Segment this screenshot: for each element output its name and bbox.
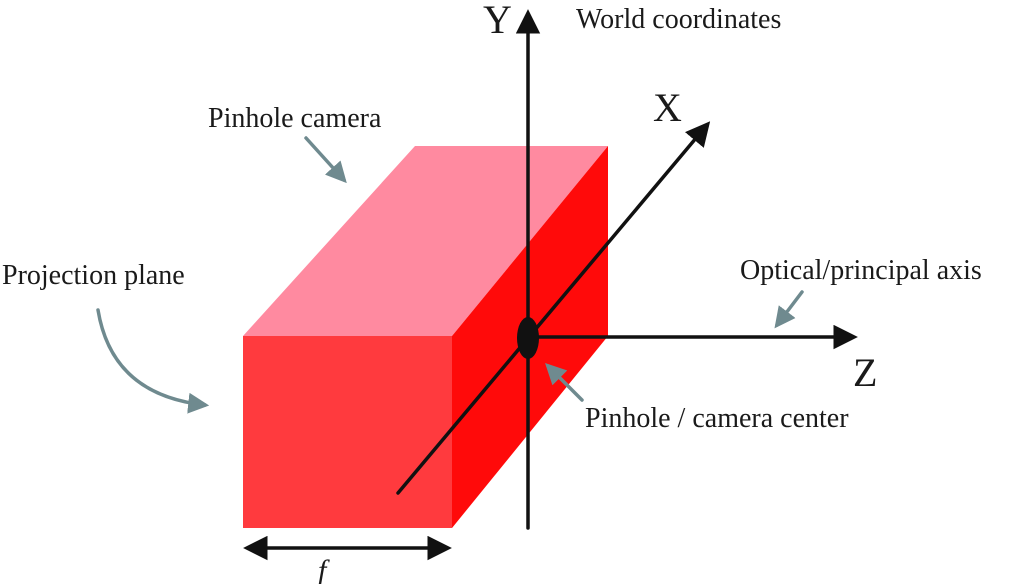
projection-plane-label: Projection plane bbox=[2, 260, 185, 291]
camera-box-front-face bbox=[243, 336, 452, 528]
optical-axis-callout-arrow bbox=[774, 290, 804, 329]
camera-box-top-face bbox=[243, 146, 608, 336]
optical-axis-label: Optical/principal axis bbox=[740, 255, 982, 286]
pinhole-center-label: Pinhole / camera center bbox=[585, 403, 849, 434]
pinhole-dot bbox=[517, 317, 539, 359]
axis-x-label: X bbox=[653, 85, 682, 130]
projection-plane-callout-arrow bbox=[96, 308, 210, 414]
pinhole-center-callout-arrow bbox=[545, 363, 584, 402]
pinhole-camera-callout-arrow bbox=[304, 136, 347, 184]
x-axis bbox=[396, 121, 711, 495]
focal-length-label: f bbox=[318, 554, 330, 584]
axes bbox=[396, 9, 858, 530]
axis-z-label: Z bbox=[853, 350, 877, 395]
world-coordinates-label: World coordinates bbox=[576, 4, 781, 35]
callout-arrows bbox=[96, 136, 804, 414]
axis-y-label: Y bbox=[483, 0, 512, 42]
pinhole-camera-label: Pinhole camera bbox=[208, 103, 382, 134]
